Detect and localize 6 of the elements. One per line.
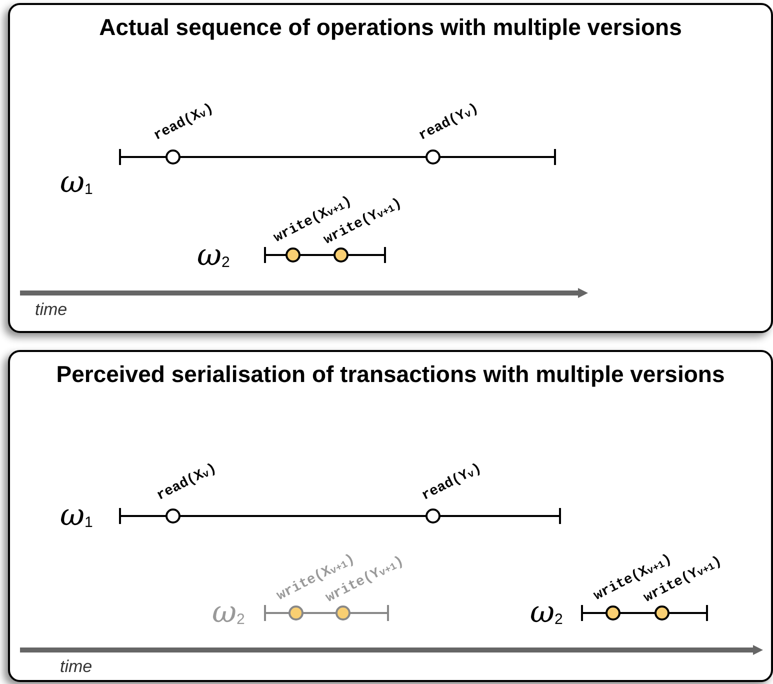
panel-title: Actual sequence of operations with multiple versions xyxy=(98,13,683,42)
axis-label: time xyxy=(35,300,68,320)
axis-label: time xyxy=(60,657,92,677)
panel xyxy=(8,3,773,333)
panel xyxy=(8,350,773,682)
panel-title: Perceived serialisation of transactions with multiple versions xyxy=(55,360,726,389)
